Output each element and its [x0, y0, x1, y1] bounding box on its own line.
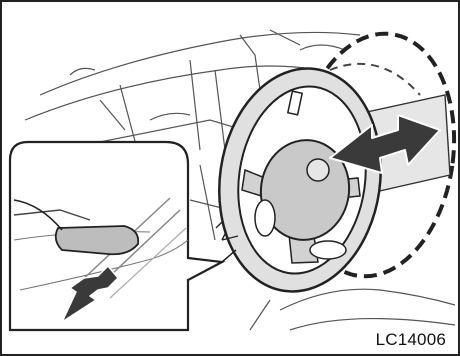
horn-emblem: [307, 159, 329, 181]
hub-cutout-bottom: [310, 241, 346, 259]
tilt-lever-icon: [56, 226, 138, 254]
hub-cutout-left: [255, 200, 275, 236]
figure-code: LC14006: [376, 330, 446, 350]
